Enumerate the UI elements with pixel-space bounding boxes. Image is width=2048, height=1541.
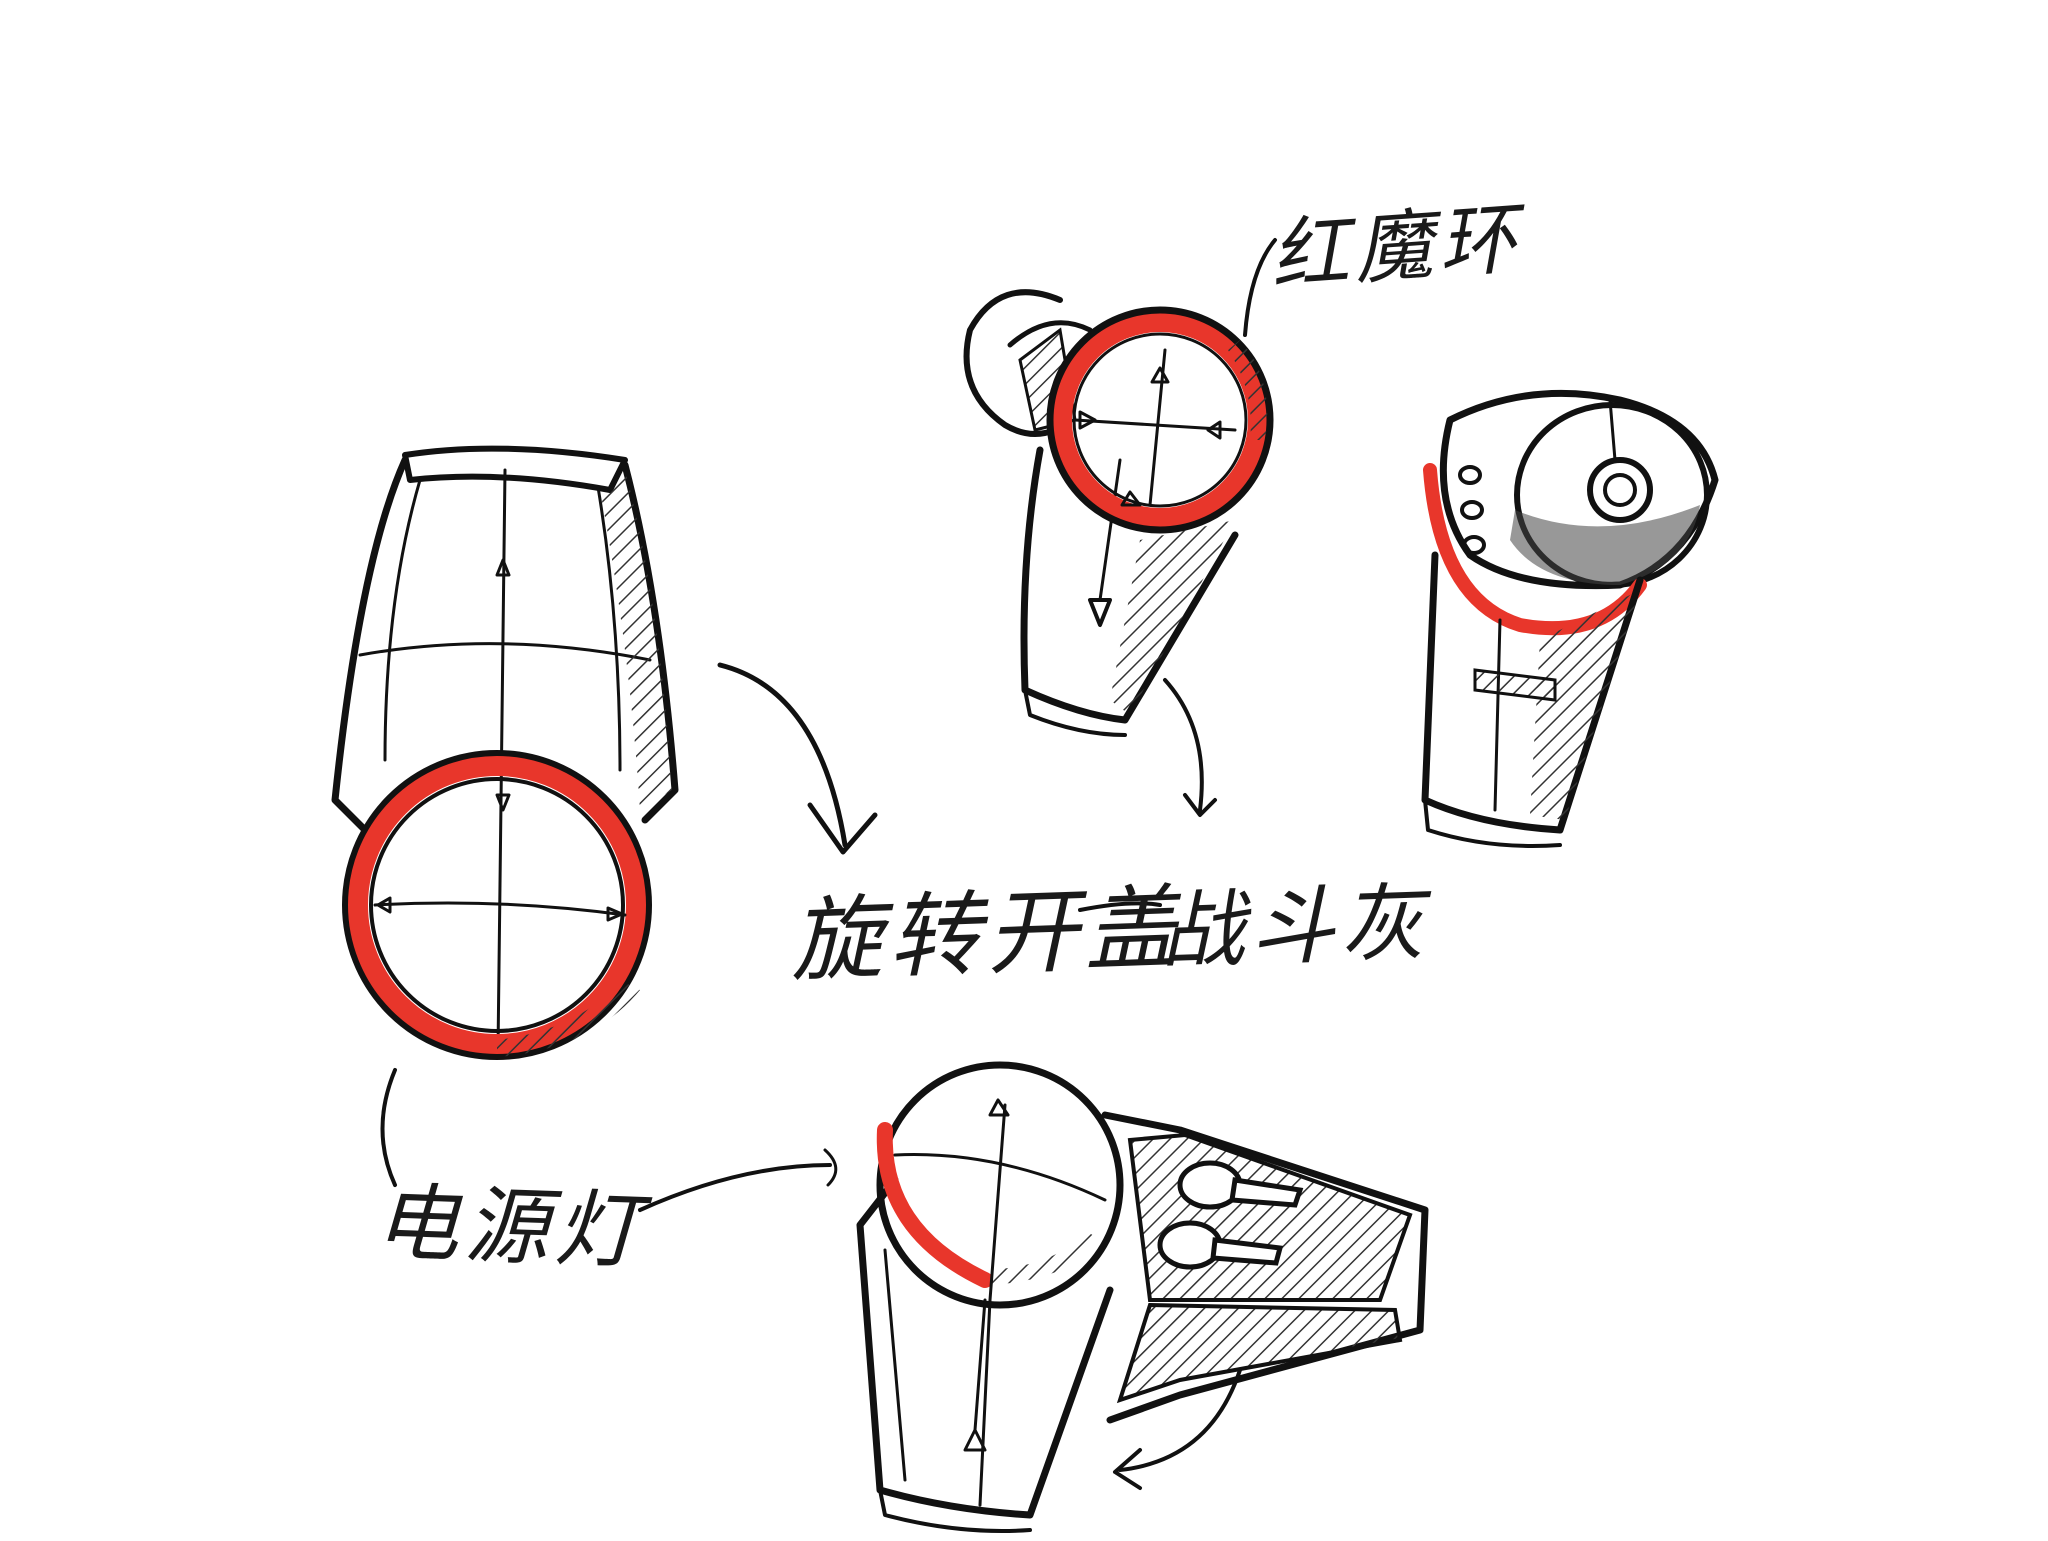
rotate-arrow [717, 662, 848, 848]
case-light-pointer [638, 1163, 832, 1212]
label-red-ring: 红魔环 [1267, 194, 1526, 302]
charging-case-view [856, 1061, 1429, 1533]
case-rotate-arrow [1118, 1368, 1242, 1472]
label-battle-grey: 战斗灰 [1158, 873, 1432, 981]
earbud-back-view [1421, 389, 1719, 848]
battle-grey-pointer [1163, 678, 1204, 812]
label-power-light: 电源灯 [373, 1173, 647, 1281]
label-rotate-open-lid: 旋转开盖 [788, 874, 1185, 995]
red-ring-pointer [1243, 238, 1277, 337]
earbud-front-view [331, 445, 679, 1060]
power-light-pointer [380, 1068, 397, 1187]
earbud-angled-view [963, 289, 1274, 737]
